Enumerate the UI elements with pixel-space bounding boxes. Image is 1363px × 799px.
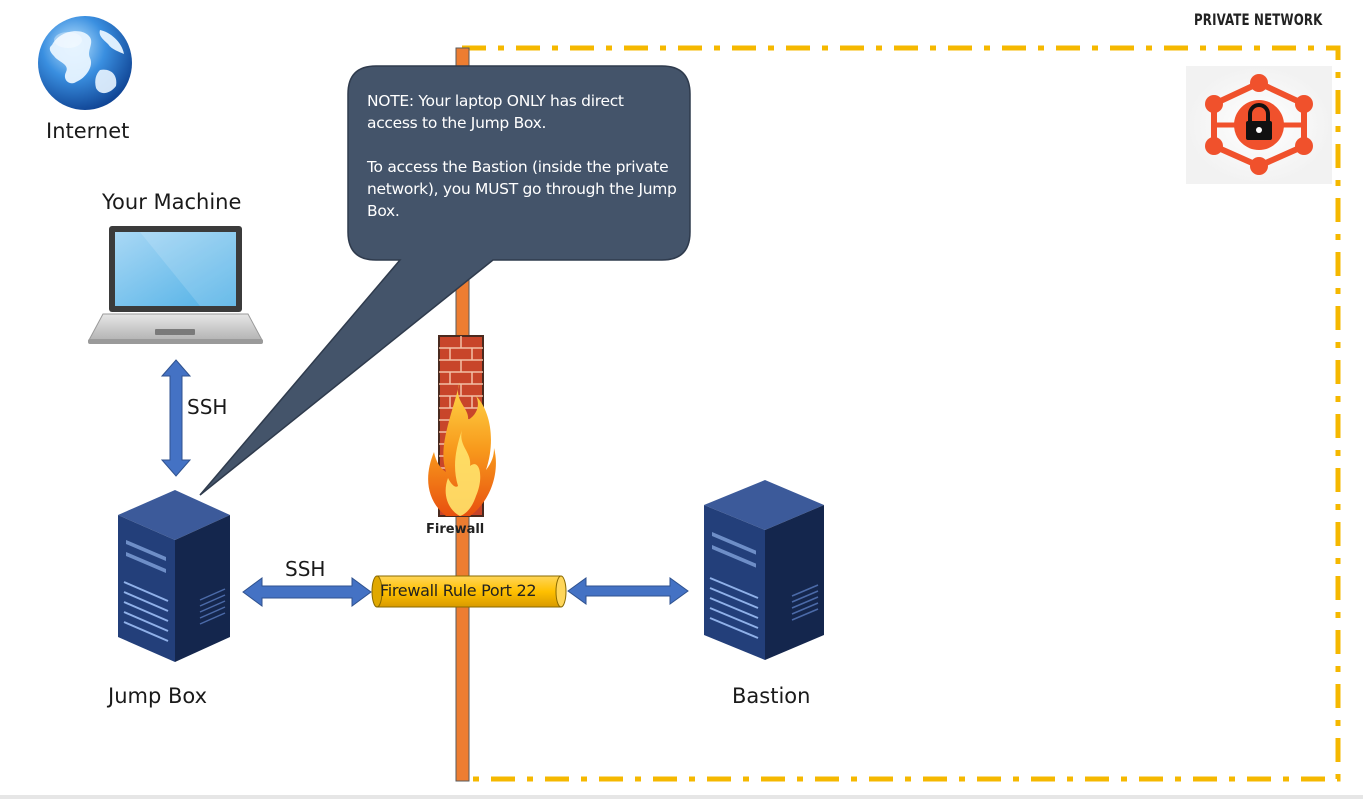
note-text: NOTE: Your laptop ONLY has direct access… <box>367 90 677 222</box>
bastion-label: Bastion <box>732 684 811 708</box>
internet-label: Internet <box>46 119 130 143</box>
globe-icon <box>38 16 132 110</box>
ssh-label-horizontal: SSH <box>285 557 326 581</box>
laptop-icon <box>88 226 263 344</box>
ssh-arrow-vertical <box>160 359 192 477</box>
jump-box-label: Jump Box <box>108 684 208 708</box>
jump-box-server-icon <box>118 490 230 662</box>
ssh-arrow-jumpbox-to-rule <box>242 577 372 607</box>
bastion-server-icon <box>704 480 824 660</box>
firewall-icon <box>428 335 496 517</box>
firewall-rule-pipe <box>371 575 567 608</box>
bottom-border <box>0 795 1363 799</box>
note-callout <box>199 65 691 496</box>
private-network-label: PRIVATE NETWORK <box>1194 10 1323 29</box>
private-network-boundary <box>462 45 1341 782</box>
firewall-label: Firewall <box>426 522 485 537</box>
arrow-rule-to-bastion <box>567 577 689 605</box>
lock-network-icon <box>1186 66 1332 184</box>
your-machine-label: Your Machine <box>102 190 242 214</box>
note-line-2: To access the Bastion (inside the privat… <box>367 158 677 220</box>
firewall-rule-label: Firewall Rule Port 22 <box>380 581 537 600</box>
note-line-1: NOTE: Your laptop ONLY has direct access… <box>367 92 624 132</box>
ssh-label-vertical: SSH <box>187 395 228 419</box>
